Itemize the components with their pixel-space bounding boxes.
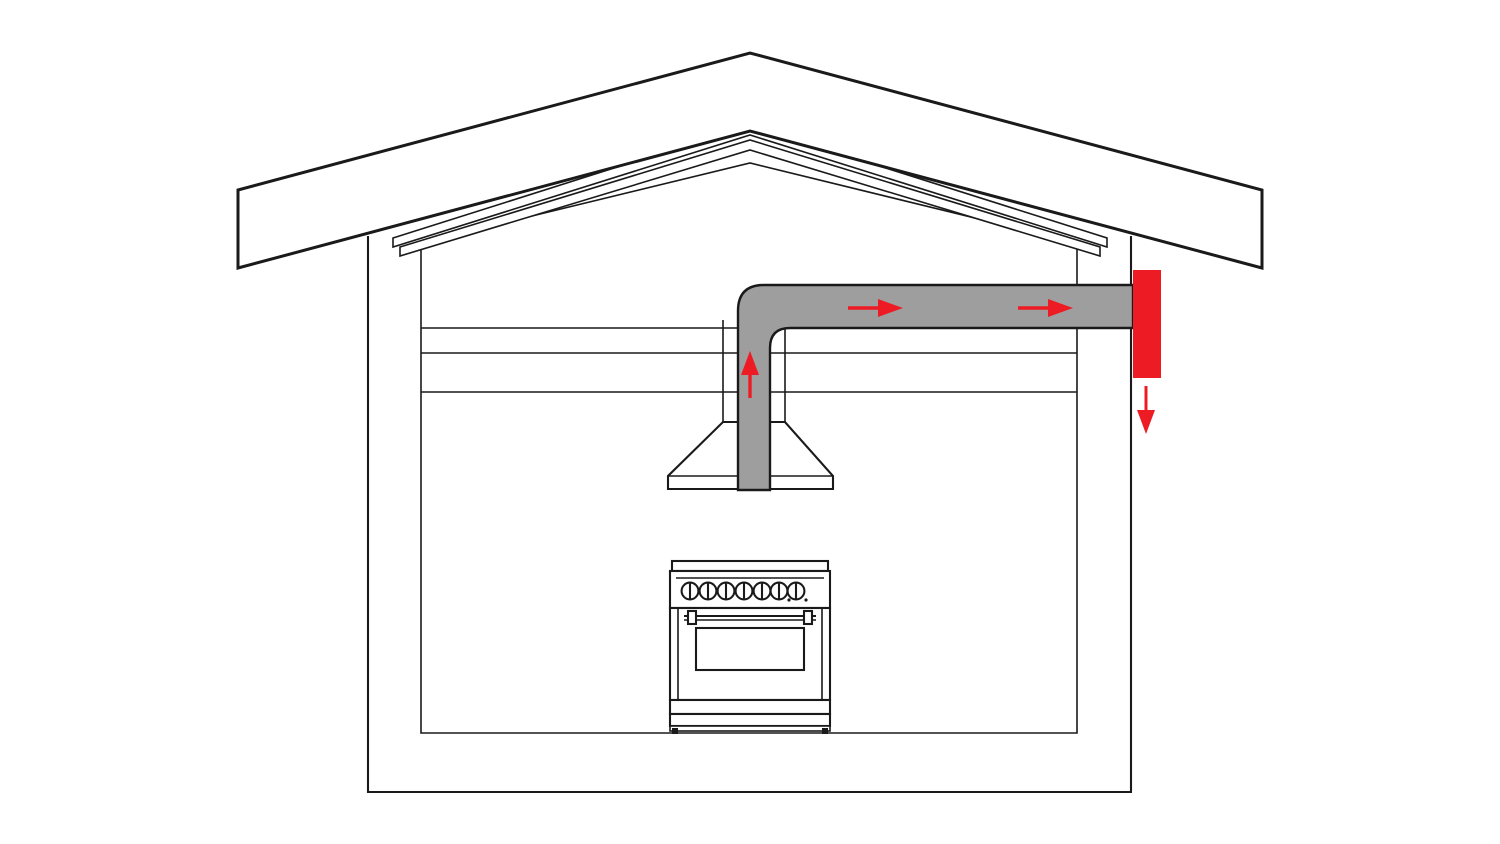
roof-assembly [236,51,1264,270]
range-drawer-lower[interactable] [668,712,832,728]
damper-body [1133,270,1161,378]
burner-knob[interactable] [698,581,718,601]
backdraft-damper [1133,270,1161,378]
range-cooktop-edge [670,559,830,573]
range-kick-plate [669,725,831,732]
roof-inner-plane-lower [399,139,1101,258]
oven-handle-bracket-right [802,609,814,626]
airflow-arrows [741,299,1155,434]
roof-underside-line [237,130,1263,269]
range-drawer-upper[interactable] [668,698,832,716]
arrow-right-duct-2 [1018,299,1073,317]
burner-knob-with-indicator[interactable] [786,581,808,602]
burner-knob[interactable] [680,581,700,601]
exterior-wall-outline [366,236,1133,794]
arrow-down-discharge [1137,386,1155,434]
kitchen-range [668,559,832,734]
burner-knob[interactable] [716,581,736,601]
burner-knob[interactable] [734,581,754,601]
arrow-up-riser [741,351,759,398]
arrow-right-duct-1 [848,299,903,317]
range-foot-right [822,728,828,734]
range-knob-row [680,581,808,602]
burner-knob[interactable] [752,581,772,601]
range-foot-left [672,728,678,734]
oven-window [694,626,806,672]
oven-handle-bracket-left [686,609,698,626]
interior-room-outline [420,243,1078,734]
